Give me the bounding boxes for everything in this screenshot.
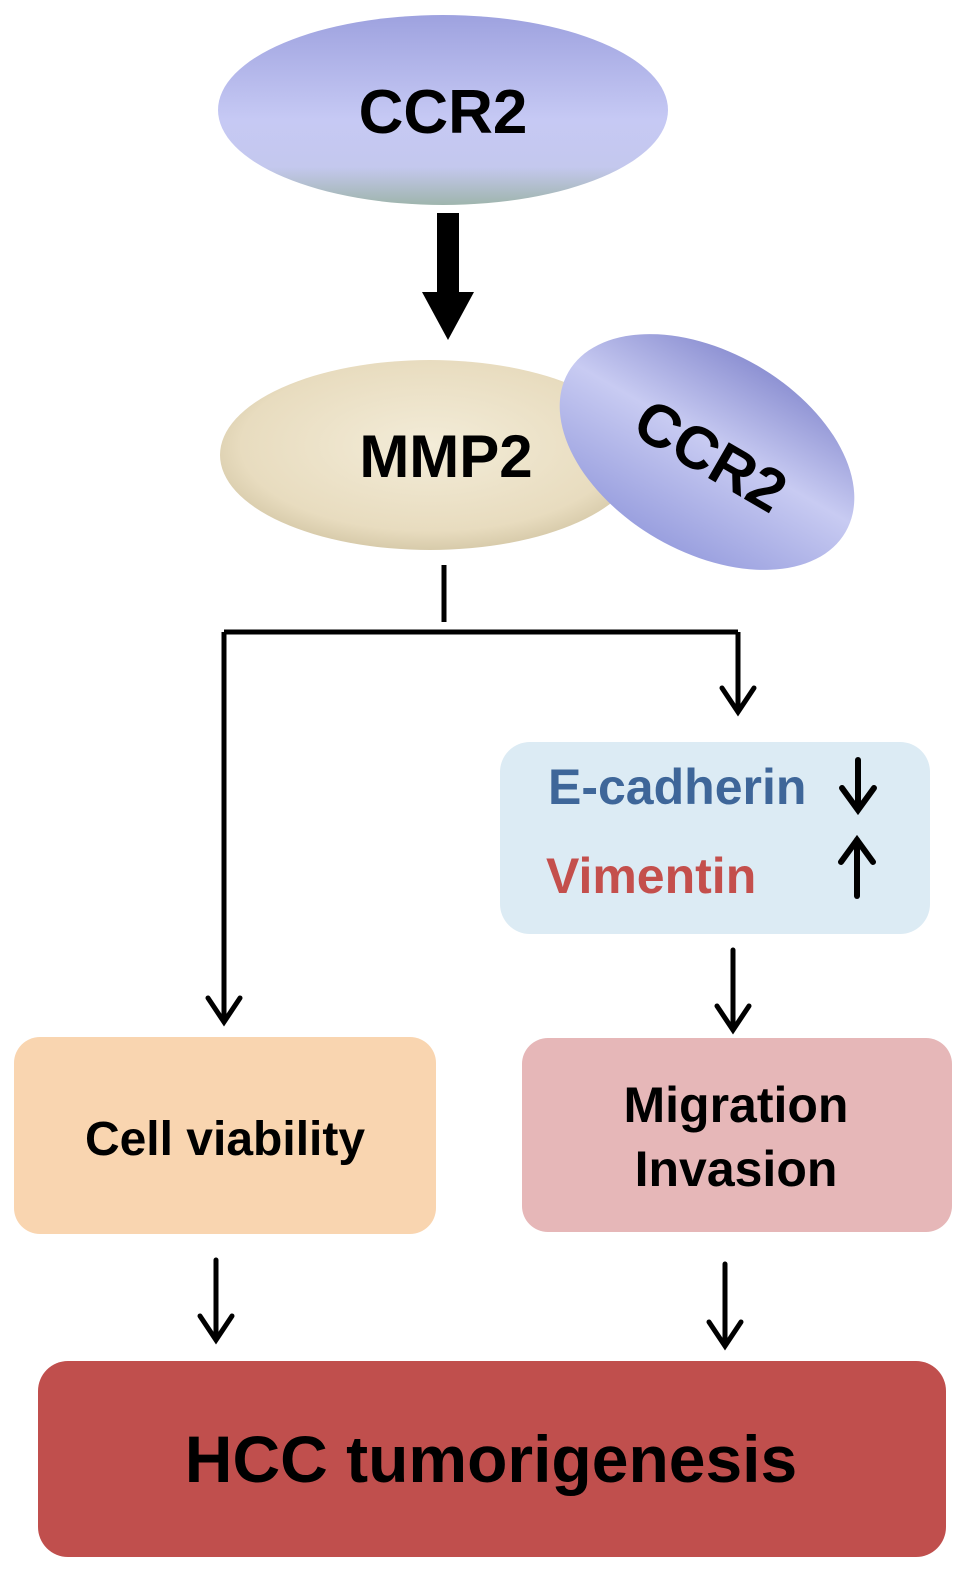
cell-viability-box xyxy=(14,1037,436,1234)
up-arrow-icon xyxy=(838,834,876,899)
arrow-viability-to-outcome xyxy=(197,1257,235,1345)
arrow-migration-to-outcome xyxy=(706,1261,744,1351)
arrow-to-cell-viability xyxy=(205,995,243,1027)
invasion-label: Invasion xyxy=(635,1141,838,1197)
emt-marker-box xyxy=(500,742,930,934)
ccr2-bound-node xyxy=(559,334,855,570)
down-arrow-icon xyxy=(839,757,877,816)
cell-viability-label: Cell viability xyxy=(85,1113,365,1166)
hcc-tumorigenesis-label: HCC tumorigenesis xyxy=(185,1422,797,1496)
hcc-tumorigenesis-box xyxy=(38,1361,946,1557)
arrow-to-migration xyxy=(714,947,752,1035)
ccr2-top-label: CCR2 xyxy=(359,78,528,147)
branch-connector xyxy=(221,565,741,1020)
mmp2-node xyxy=(220,360,640,550)
vimentin-label: Vimentin xyxy=(546,848,756,904)
mmp2-label: MMP2 xyxy=(359,423,532,490)
e-cadherin-label: E-cadherin xyxy=(548,759,806,815)
migration-invasion-box xyxy=(522,1038,952,1232)
migration-label: Migration xyxy=(624,1077,849,1133)
arrow-to-emt-box xyxy=(719,685,757,717)
ccr2-top-node xyxy=(218,15,668,205)
activation-arrow xyxy=(422,213,474,340)
